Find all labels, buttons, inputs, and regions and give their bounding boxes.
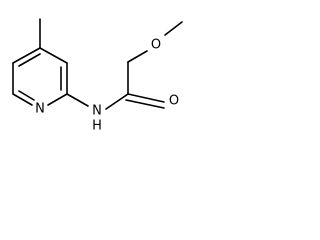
- amide-hydrogen-label: H: [92, 119, 102, 134]
- bond-carbonyl-oxygen-2: [125, 99, 165, 109]
- bond-ch2-ether-oxygen: [127, 50, 148, 63]
- pyridine-ring: [12, 47, 68, 106]
- bond-carbonyl-oxygen-1: [127, 93, 165, 103]
- bond-c2-n1: [47, 93, 68, 106]
- chemical-structure-drawing: N N H O O: [12, 18, 183, 134]
- bond-ether-oxygen-methyl: [164, 21, 183, 36]
- bond-nh-carbonyl: [105, 93, 129, 110]
- bond-n1-c6: [12, 93, 33, 106]
- ether-oxygen-label: O: [151, 38, 161, 53]
- structure-canvas: N N H O O: [0, 0, 184, 142]
- carbonyl-oxygen-label: O: [169, 94, 179, 109]
- amide-nitrogen-label: N: [92, 104, 102, 119]
- bond-c4-c3: [39, 47, 68, 64]
- double-bond-n1-c6-inner: [18, 90, 35, 101]
- bond-c5-c4: [12, 47, 41, 64]
- ring-nitrogen-label: N: [35, 102, 45, 117]
- double-bond-c5-c4-inner: [18, 53, 41, 67]
- bond-c2-nh: [66, 93, 89, 107]
